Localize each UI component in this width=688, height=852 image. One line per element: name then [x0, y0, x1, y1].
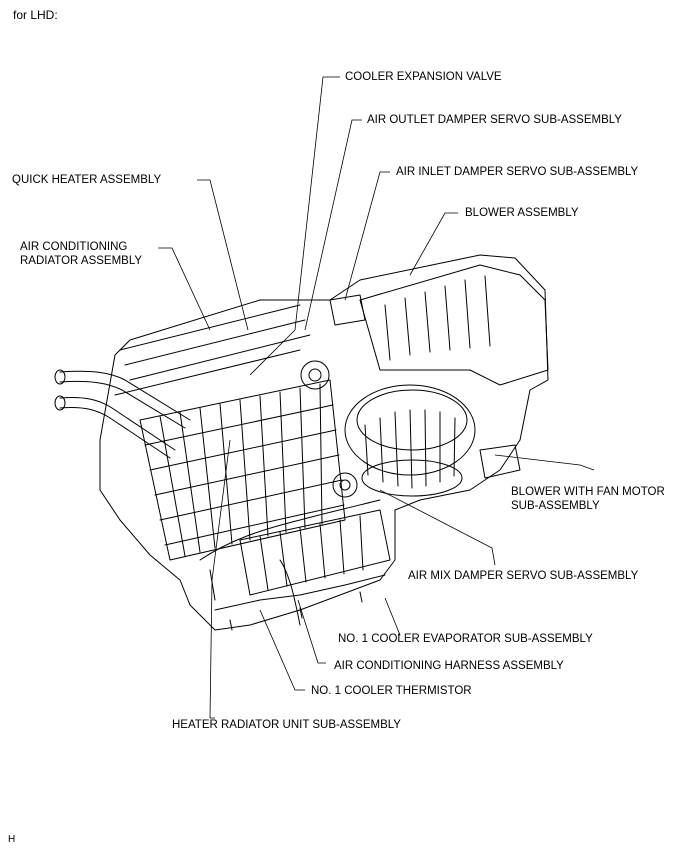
- leader-air-inlet-damper: [344, 171, 390, 301]
- pipe-end-1: [54, 369, 66, 385]
- leader-no1-thermistor: [259, 609, 305, 691]
- air-outlet-gear: [300, 360, 330, 390]
- harness-wire: [199, 499, 381, 626]
- label-ac-harness-assembly: AIR CONDITIONING HARNESS ASSEMBLY: [334, 660, 564, 672]
- label-blower-assembly: BLOWER ASSEMBLY: [465, 207, 579, 219]
- leader-ac-radiator: [158, 247, 211, 331]
- blower-case-ribs: [384, 275, 491, 361]
- label-blower-with-fan-motor: BLOWER WITH FAN MOTOR SUB-ASSEMBLY: [511, 486, 665, 512]
- leader-ac-harness: [297, 599, 326, 664]
- blower-case: [359, 264, 549, 386]
- leader-cooler-expansion-valve: [249, 76, 340, 376]
- label-no1-cooler-evaporator: NO. 1 COOLER EVAPORATOR SUB-ASSEMBLY: [338, 633, 593, 645]
- radiator-rows: [144, 404, 345, 546]
- header-label: for LHD:: [13, 8, 58, 22]
- radiator-core: [139, 379, 346, 561]
- leader-heater-radiator: [209, 439, 231, 719]
- blower-fan: [356, 389, 468, 451]
- radiator-fins: [159, 383, 323, 557]
- label-air-inlet-damper-servo: AIR INLET DAMPER SERVO SUB-ASSEMBLY: [396, 166, 639, 178]
- blower-fan-bottom: [361, 459, 463, 497]
- pipe-upper: [59, 370, 191, 429]
- pipe-end-2: [54, 395, 66, 411]
- evaporator-fins: [259, 515, 364, 591]
- leader-air-outlet-damper: [304, 119, 362, 331]
- blower-scroll: [344, 384, 476, 476]
- leader-blower-assembly: [409, 212, 458, 276]
- housing-outline: [99, 254, 549, 631]
- footer-code: H: [8, 834, 16, 845]
- leader-no1-evaporator: [384, 597, 401, 636]
- blower-fan-blades: [364, 409, 456, 489]
- base: [214, 574, 386, 631]
- motor-connector: [479, 444, 521, 479]
- label-air-outlet-damper-servo: AIR OUTLET DAMPER SERVO SUB-ASSEMBLY: [367, 114, 622, 126]
- label-cooler-expansion-valve: COOLER EXPANSION VALVE: [345, 71, 502, 83]
- air-inlet-servo: [329, 294, 366, 326]
- label-air-mix-damper-servo: AIR MIX DAMPER SERVO SUB-ASSEMBLY: [408, 570, 639, 582]
- leader-air-mix-damper: [379, 489, 496, 566]
- upper-rail: [114, 304, 311, 396]
- leader-quick-heater: [197, 179, 249, 331]
- evaporator-box: [239, 509, 391, 596]
- label-quick-heater-assembly: QUICK HEATER ASSEMBLY: [12, 174, 162, 186]
- label-ac-radiator-assembly: AIR CONDITIONING RADIATOR ASSEMBLY: [20, 241, 143, 267]
- pipe-lower: [59, 397, 176, 459]
- air-mix-gear: [332, 472, 358, 498]
- label-heater-radiator-unit: HEATER RADIATOR UNIT SUB-ASSEMBLY: [172, 719, 401, 731]
- label-no1-cooler-thermistor: NO. 1 COOLER THERMISTOR: [311, 685, 472, 697]
- leader-blower-fan-motor: [494, 454, 595, 471]
